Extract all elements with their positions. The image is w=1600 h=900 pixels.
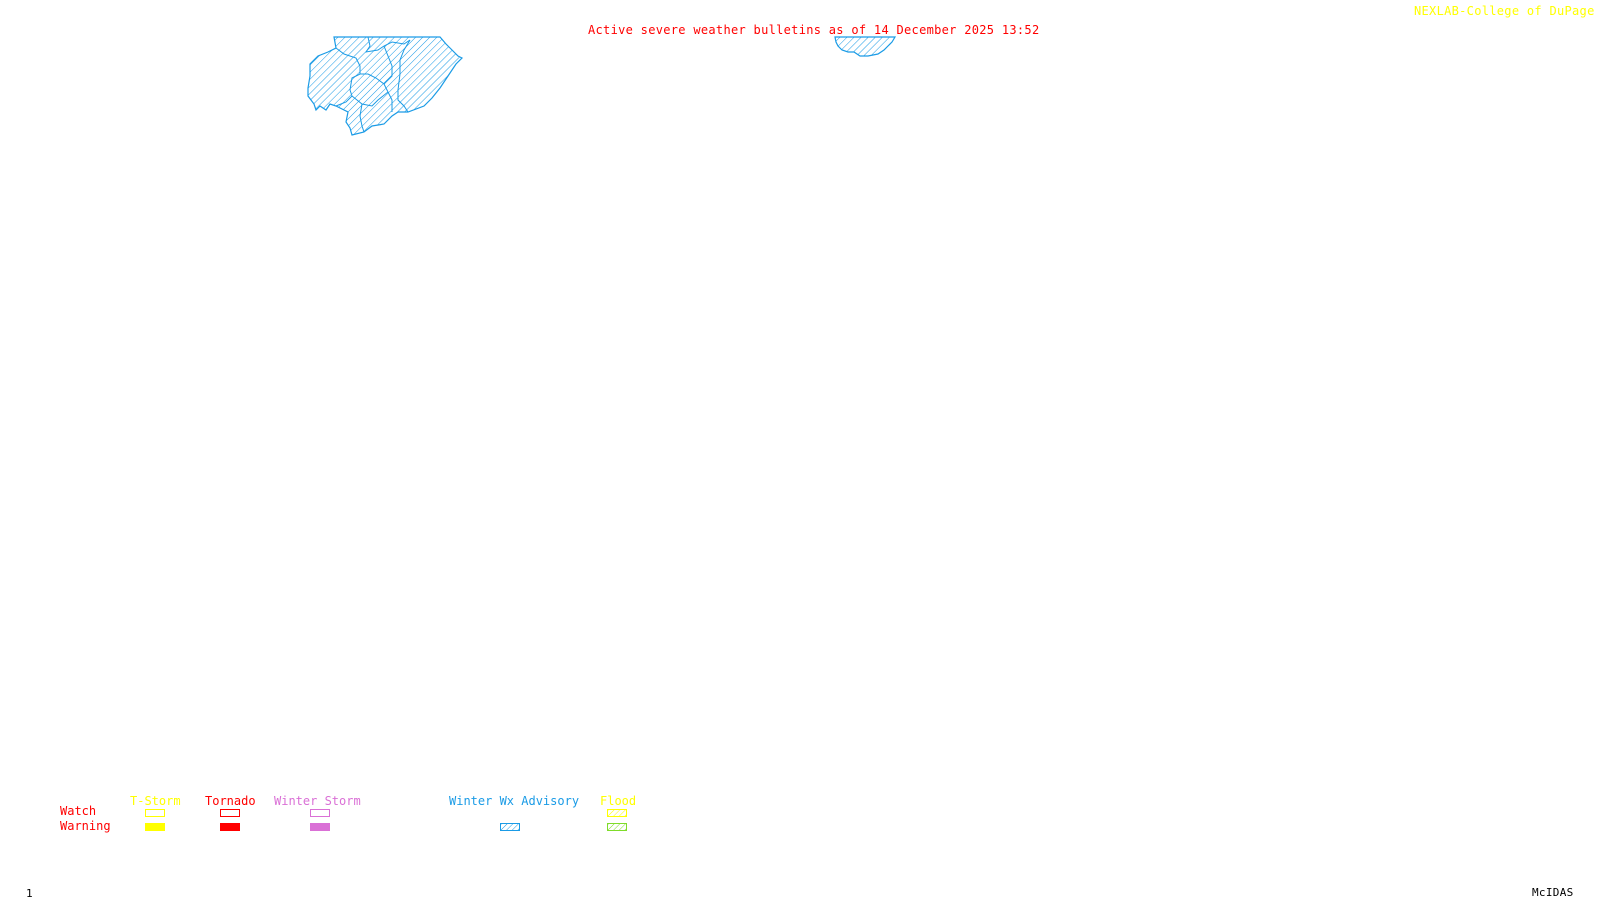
advisory-area-north-central[interactable] xyxy=(834,36,897,57)
legend-row-warning: Warning xyxy=(60,819,111,833)
credit-label: NEXLAB-College of DuPage ⇱ xyxy=(1414,5,1600,17)
swatch-tornado-warning xyxy=(220,823,240,831)
legend-col-tornado: Tornado xyxy=(205,794,256,808)
credit-text: NEXLAB-College of DuPage xyxy=(1414,4,1595,18)
swatch-flood-warning xyxy=(607,823,627,831)
mcidas-brand: McIDAS xyxy=(1532,886,1574,899)
swatch-winter-storm-watch xyxy=(310,809,330,817)
frame-number: 1 xyxy=(26,887,33,900)
legend-col-winter-advisory: Winter Wx Advisory xyxy=(449,794,580,808)
legend-row-watch: Watch xyxy=(60,804,97,818)
swatch-tstorm-watch xyxy=(145,809,165,817)
legend-col-winter-storm: Winter Storm xyxy=(274,794,361,808)
swatch-flood-watch xyxy=(607,809,627,817)
swatch-winter-advisory-warning xyxy=(500,823,520,831)
legend-col-tstorm: T-Storm xyxy=(130,794,181,808)
swatch-tstorm-warning xyxy=(145,823,165,831)
bulletin-title: Active severe weather bulletins as of 14… xyxy=(588,23,1040,37)
swatch-tornado-watch xyxy=(220,809,240,817)
swatch-winter-storm-warning xyxy=(310,823,330,831)
legend-col-flood: Flood xyxy=(600,794,637,808)
advisory-area-northwest[interactable] xyxy=(307,36,464,136)
